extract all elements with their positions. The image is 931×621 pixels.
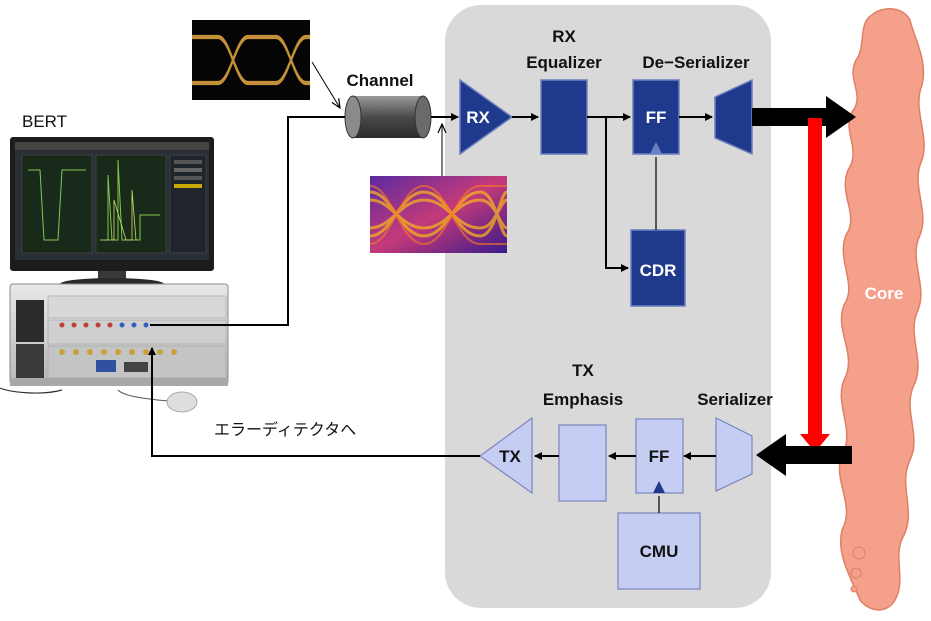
rx-buffer — [459, 78, 514, 156]
tx-to-bert-wire — [148, 347, 480, 457]
tx-emphasis-title-1: TX — [572, 361, 594, 380]
rx-equalizer-title-1: RX — [552, 27, 576, 46]
rx-buffer-label: RX — [466, 108, 490, 127]
deserializer-block — [714, 78, 753, 156]
eye-pointer-line — [311, 61, 340, 108]
tx-buffer-label: TX — [499, 447, 521, 466]
tx-buffer — [478, 416, 533, 495]
error-detector-note: エラーディテクタへ — [214, 420, 356, 439]
channel-label: Channel — [346, 71, 413, 90]
rx-equalizer-block — [540, 79, 588, 155]
channel-cylinder — [344, 95, 432, 139]
ff-tx-block — [635, 418, 684, 494]
bert-to-channel-wire — [150, 116, 345, 326]
cdr-label: CDR — [640, 261, 677, 280]
deserializer-label: De−Serializer — [642, 53, 750, 72]
cdr-block — [630, 229, 686, 307]
equalizer-to-cdr-wire — [605, 117, 629, 272]
ff-rx-label: FF — [646, 108, 667, 127]
cmu-block — [617, 512, 701, 590]
rx-equalizer-title-2: Equalizer — [526, 53, 602, 72]
tx-emphasis-title-2: Emphasis — [543, 390, 623, 409]
deserializer-to-core-arrow — [752, 96, 856, 138]
ff-tx-clock-mark — [653, 481, 665, 493]
serializer-label: Serializer — [697, 390, 773, 409]
serializer-block — [715, 417, 753, 492]
bert-instrument — [0, 137, 229, 413]
core-to-serializer-arrow — [756, 434, 852, 476]
core-loopback-arrow — [800, 118, 830, 452]
noisy-eye-diagram — [369, 176, 508, 253]
core-label: Core — [865, 284, 904, 303]
ff-rx-clock-mark — [650, 142, 662, 154]
ff-tx-label: FF — [649, 447, 670, 466]
bert-label: BERT — [22, 112, 67, 131]
core-block — [838, 8, 925, 611]
cmu-label: CMU — [640, 542, 679, 561]
clean-eye-diagram — [192, 20, 310, 100]
tx-emphasis-block — [558, 424, 607, 502]
